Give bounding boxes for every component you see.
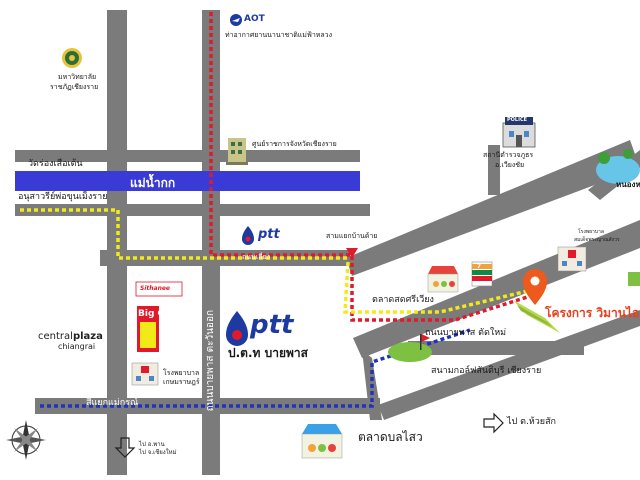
sithanee-label: Sithanee: [140, 285, 170, 292]
store-icon-right: [628, 272, 640, 286]
ptt-small-label: ptt: [258, 227, 280, 242]
police-label-2: อ.เวียงชัย: [495, 161, 525, 169]
to-bottom-label-2: ไป จ.เชียงใหม่: [139, 449, 177, 456]
ptt-big-label: ptt: [250, 310, 294, 340]
market-sri-label: ตลาดสดศรีเวียง: [372, 295, 434, 305]
airport-label: ท่าอากาศยานนานาชาติแม่ฟ้าหลวง: [225, 31, 333, 39]
bigc-label: Big C: [138, 309, 165, 319]
hospital-right-label-2: สมเด็จพระญาณสังวร: [574, 237, 620, 243]
university-label-2: ราชภัฏเชียงราย: [50, 83, 99, 91]
aot-label: AOT: [244, 14, 265, 24]
hospital-icon: [557, 246, 587, 272]
route-yellow: [20, 208, 350, 260]
ptt-station-label: ป.ต.ท บายพาส: [228, 346, 308, 360]
central-label-1: central: [38, 331, 73, 342]
sibranch-label: สี่แยกแม่กรณ์: [86, 398, 139, 408]
junction-label: สามแยกบ้านด้าย: [326, 232, 378, 240]
government-center-label: ศูนย์ราชการจังหวัดเชียงราย: [252, 140, 337, 148]
road-monument: [15, 204, 370, 216]
university-seal-icon: [62, 48, 82, 68]
route-yellow-east: [343, 261, 541, 314]
golf-course-icon: [388, 334, 432, 362]
arrow-right-icon: [483, 412, 504, 434]
road-diagonal-upper: [346, 140, 640, 276]
road-bypass-new-label: ถนนบายพาส ตัดใหม่: [425, 328, 507, 338]
government-building-icon: [226, 138, 248, 165]
university-label-1: มหาวิทยาลัย: [58, 73, 97, 81]
hospital-icon-left: [131, 362, 159, 386]
arrow-down-icon: [114, 437, 136, 458]
to-bottom-label-1: ไป อ.พาน: [139, 441, 165, 448]
police-label-1: สถานีตำรวจภูธร: [483, 151, 534, 159]
police-badge: POLICE: [507, 117, 528, 123]
aot-logo-icon: [230, 14, 242, 26]
seven-eleven-label: 7: [477, 263, 482, 270]
market-stall-icon: [427, 266, 459, 293]
road-vertical-left: [107, 10, 127, 475]
project-land-icon: [513, 300, 560, 333]
road-sanpakoi-label: ถนนเลี่ยง: [242, 253, 271, 261]
hospital-left-label-1: โรงพยาบาล: [163, 369, 200, 377]
road-vertical-label: ถนนบายพาส ตะวันออก: [205, 310, 216, 412]
market-stall-icon-bottom: [301, 424, 343, 459]
road-sibranch: [35, 398, 380, 414]
ptt-logo-icon: [242, 226, 254, 245]
temple-label: วัดร่องเสือเต้น: [28, 159, 83, 169]
lake-icon: [596, 149, 640, 184]
bigc-logo-icon: [137, 306, 159, 352]
river: [15, 171, 360, 191]
road-temple: [15, 150, 360, 162]
route-red: [209, 12, 541, 322]
hospital-left-label-2: เกษมราษฎร์: [163, 378, 200, 386]
monument-label: อนุสาวรีย์พ่อขุนเม็งราย: [18, 192, 108, 202]
junction-marker-icon: [346, 248, 358, 258]
central-label-2: plaza: [72, 331, 103, 342]
seven-eleven-icon: [471, 261, 493, 287]
police-station-icon: [502, 117, 536, 148]
to-huaysak-label: ไป ต.ห้วยสัก: [507, 417, 557, 427]
road-police: [488, 145, 500, 195]
lake-label: หนองห: [616, 180, 640, 189]
ptt-logo-big-icon: [226, 311, 248, 346]
compass-icon: [6, 420, 46, 460]
golf-label: สนามกอล์ฟสันติบุรี เชียงราย: [431, 366, 542, 376]
central-label-3: chiangrai: [58, 342, 96, 351]
river-label: แม่น้ำกก: [130, 176, 176, 190]
market-bon-label: ตลาดบลไสว: [358, 430, 423, 444]
central-logo: centralplaza chiangrai: [38, 331, 103, 351]
sithanee-logo-icon: [135, 281, 183, 297]
hospital-right-label-1: โรงพยาบาล: [578, 229, 604, 235]
road-to-huaysak: [378, 310, 640, 420]
project-label: โครงการ วิมานไอยู วิล: [545, 306, 640, 320]
road-vertical-middle: [202, 10, 220, 475]
location-pin-icon: [523, 269, 547, 305]
route-blue: [40, 328, 471, 408]
